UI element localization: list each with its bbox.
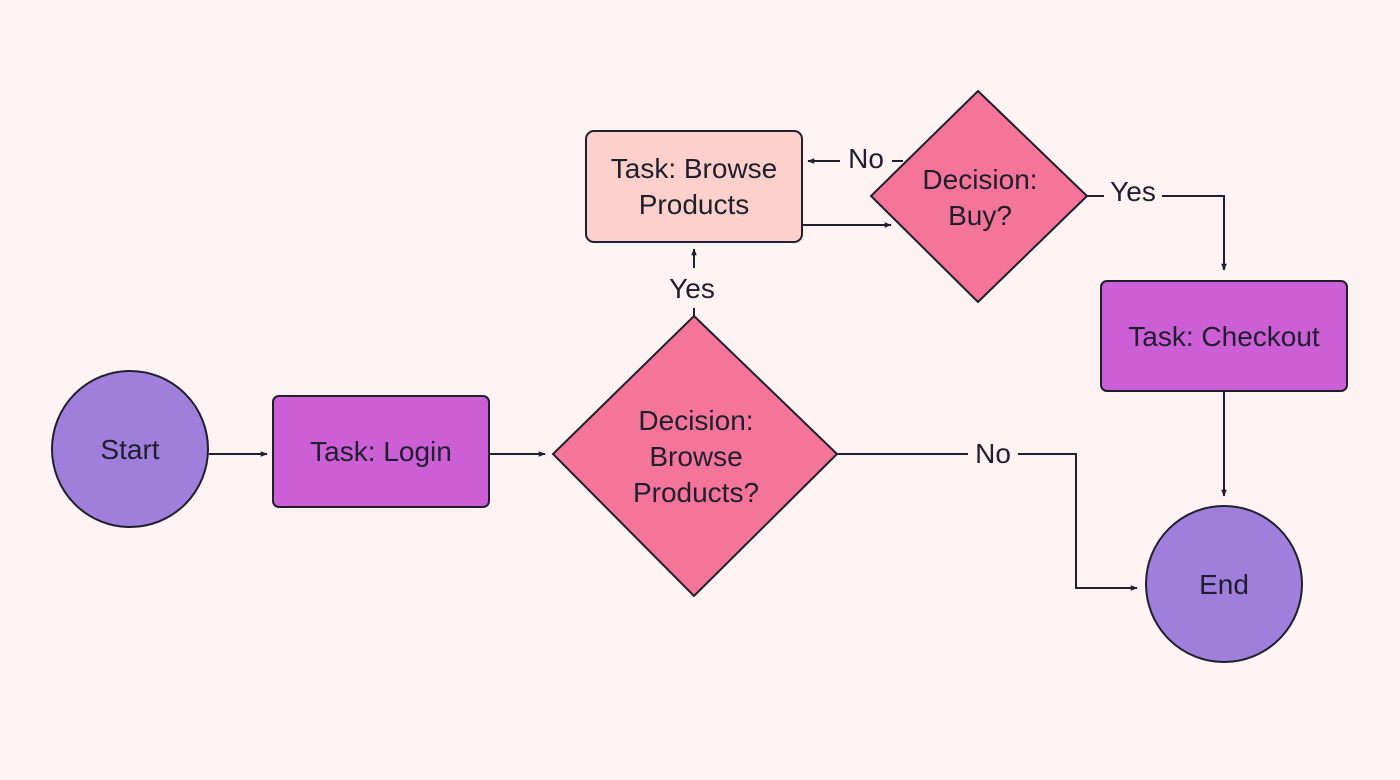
node-start: Start xyxy=(51,370,209,528)
node-task-browse-label-line2: Products xyxy=(639,189,750,220)
node-decision-browse-shape xyxy=(551,314,839,598)
nodes: Start Task: Login Decision: Browse Produ… xyxy=(51,89,1348,663)
edge-label-yes-browse: Yes xyxy=(669,273,715,304)
node-decision-buy-label-line1: Decision: xyxy=(922,164,1037,195)
edge-label-yes-checkout: Yes xyxy=(1110,176,1156,207)
edge-label-bg xyxy=(968,436,1018,472)
edge-decision-browse-no-to-end xyxy=(837,453,1138,591)
node-decision-browse-label-line3: Products? xyxy=(633,477,759,508)
node-task-browse-shape xyxy=(585,130,803,243)
node-end-label: End xyxy=(1199,569,1249,600)
node-decision-buy-label-line2: Buy? xyxy=(948,200,1012,231)
edge-labels: Yes No No Yes xyxy=(666,142,1162,472)
node-task-checkout: Task: Checkout xyxy=(1100,280,1348,392)
edge-label-no-end: No xyxy=(975,438,1011,469)
node-task-browse: Task: Browse Products xyxy=(585,130,803,243)
node-task-login-shape xyxy=(272,395,490,508)
edge-label-bg xyxy=(1104,176,1162,212)
node-task-login-label: Task: Login xyxy=(310,436,452,467)
edge-label-bg xyxy=(666,268,720,308)
node-task-browse-label-line1: Task: Browse xyxy=(611,153,778,184)
node-decision-buy-shape xyxy=(869,89,1089,304)
node-start-label: Start xyxy=(100,434,159,465)
node-decision-browse-label-line2: Browse xyxy=(649,441,742,472)
edge-label-bg xyxy=(840,142,892,178)
node-decision-browse: Decision: Browse Products? xyxy=(551,314,839,598)
node-end-shape xyxy=(1145,505,1303,663)
node-task-checkout-shape xyxy=(1100,280,1348,392)
node-task-checkout-label: Task: Checkout xyxy=(1128,321,1320,352)
node-start-shape xyxy=(51,370,209,528)
node-end: End xyxy=(1145,505,1303,663)
edge-label-no-browse: No xyxy=(848,143,884,174)
node-decision-buy: Decision: Buy? xyxy=(869,89,1089,304)
node-task-login: Task: Login xyxy=(272,395,490,508)
node-decision-browse-label-line1: Decision: xyxy=(638,405,753,436)
